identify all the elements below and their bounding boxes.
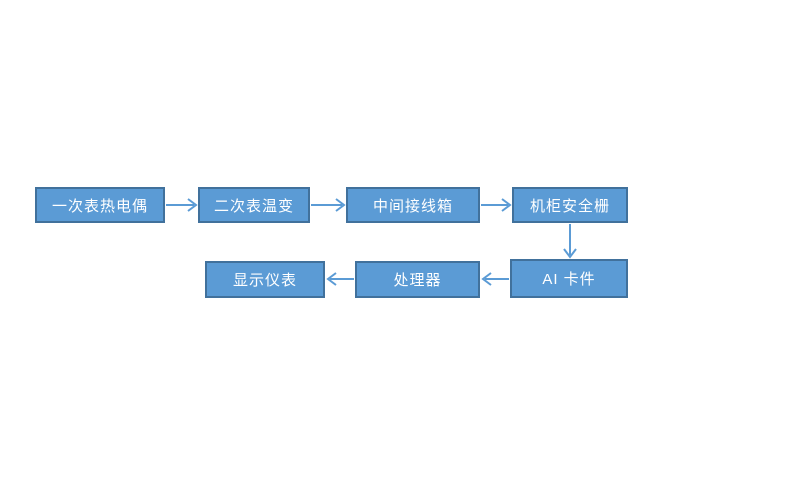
node-ai-card[interactable]: AI 卡件 [510,259,628,298]
node-secondary-temp-transmitter[interactable]: 二次表温变 [198,187,310,223]
node-label: 一次表热电偶 [51,197,148,215]
node-label: 二次表温变 [213,197,294,215]
arrow-down-1 [563,224,577,259]
node-intermediate-junction-box[interactable]: 中间接线箱 [346,187,480,223]
node-primary-thermocouple[interactable]: 一次表热电偶 [35,187,165,223]
arrow-left-2 [326,272,354,286]
arrow-right-2 [311,198,346,212]
arrow-right-3 [481,198,512,212]
node-label: 机柜安全栅 [529,197,610,215]
node-processor[interactable]: 处理器 [355,261,480,298]
node-label: 处理器 [393,272,442,289]
node-cabinet-safety-barrier[interactable]: 机柜安全栅 [512,187,628,223]
node-label: 显示仪表 [232,272,297,289]
arrow-right-1 [166,198,198,212]
node-display-instrument[interactable]: 显示仪表 [205,261,325,298]
arrow-left-1 [481,272,509,286]
node-label: 中间接线箱 [372,197,453,215]
node-label: AI 卡件 [542,271,596,288]
